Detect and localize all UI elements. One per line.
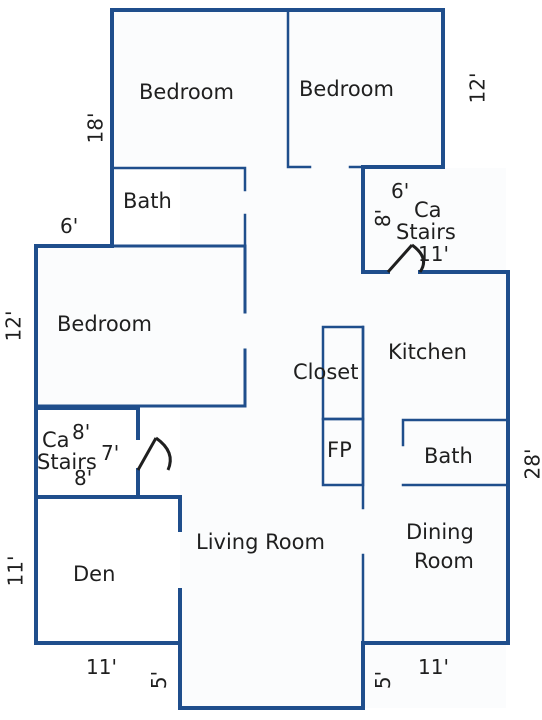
dim-stairs-left-bottom: 8' (74, 466, 93, 490)
room-label-closet: Closet (293, 360, 359, 384)
dim-bottom-right-width: 11' (418, 655, 449, 679)
bath-right-wall (401, 418, 510, 487)
dim-stairs-left-top: 8' (72, 420, 91, 444)
room-label-bath-upper: Bath (123, 189, 172, 213)
dim-bedroom-left-height: 12' (1, 310, 26, 342)
dim-right-height: 28' (520, 448, 542, 480)
room-label-bedroom-top-left: Bedroom (139, 80, 234, 104)
dim-stairs-right-side: 8' (371, 208, 396, 228)
dim-bottom-left-notch: 5' (147, 670, 172, 690)
dim-stairs-left-side: 7' (101, 441, 120, 465)
room-label-stairs-right-ca: Ca (414, 198, 442, 222)
dim-top-right-height: 12' (465, 72, 490, 104)
room-label-den: Den (73, 562, 116, 586)
dim-stairs-right-top: 6' (391, 179, 410, 203)
room-label-stairs-left-ca: Ca (42, 428, 70, 452)
top-bedrooms-fill (112, 10, 443, 168)
dim-stairs-right-bottom: 11' (418, 242, 449, 266)
dim-left-notch-width: 6' (60, 214, 79, 238)
room-label-dining-1: Dining (406, 520, 474, 544)
central-area-fill (180, 168, 506, 708)
den-wall (136, 495, 182, 645)
dim-bottom-right-notch: 5' (371, 670, 396, 690)
door-swing-right (386, 243, 426, 273)
room-label-bedroom-top-right: Bedroom (299, 77, 394, 101)
dim-top-left-height: 18' (83, 112, 108, 144)
room-label-fireplace: FP (327, 438, 352, 462)
door-swing-left (136, 436, 172, 471)
room-label-stairs-left: Stairs (37, 450, 97, 474)
room-label-dining-2: Room (414, 549, 474, 573)
dim-den-height: 11' (3, 555, 28, 587)
room-label-bath-right: Bath (424, 444, 473, 468)
room-label-bedroom-left: Bedroom (57, 312, 152, 336)
room-label-stairs-right: Stairs (396, 220, 456, 244)
dim-bottom-left-width: 11' (86, 655, 117, 679)
room-label-living-room: Living Room (196, 530, 325, 554)
room-label-kitchen: Kitchen (388, 340, 467, 364)
top-bedrooms-divider (286, 10, 443, 169)
bath-upper-wall (110, 166, 247, 248)
